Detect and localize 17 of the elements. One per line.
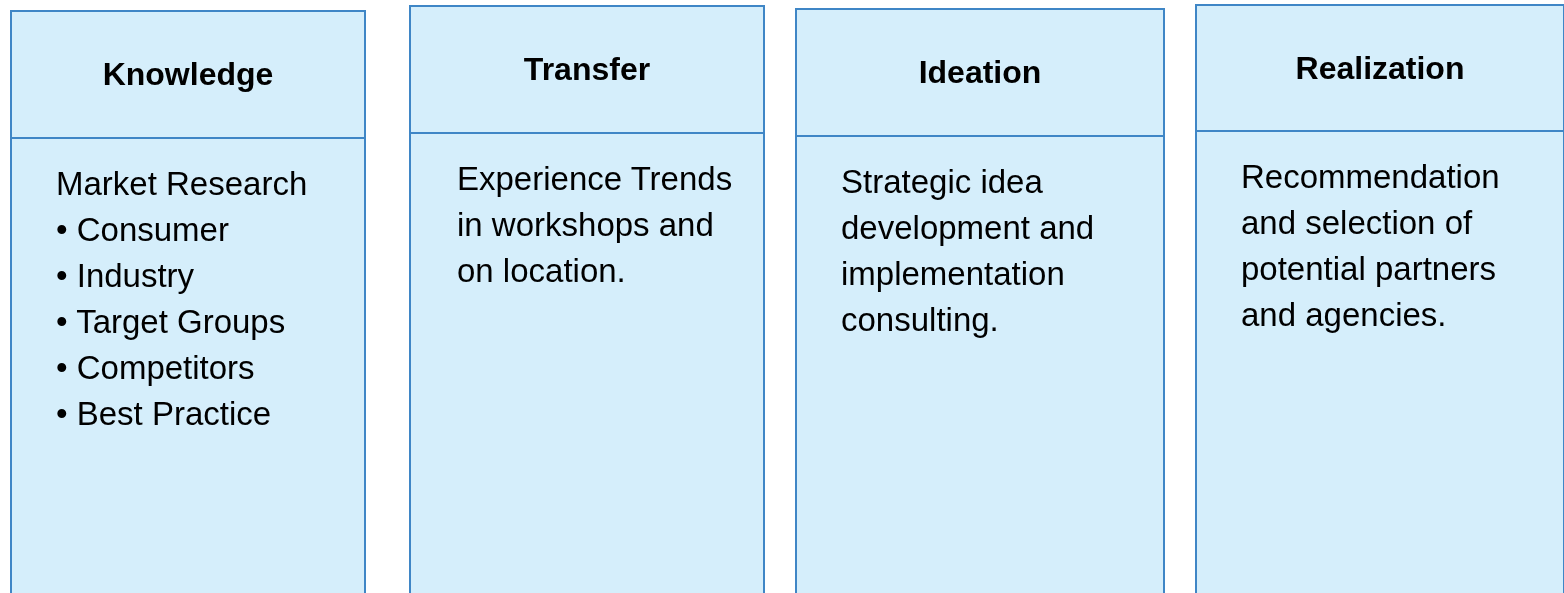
- column-heading: Knowledge: [102, 56, 274, 93]
- list-item: • Competitors: [56, 348, 256, 388]
- list-item: Market Research: [56, 164, 309, 204]
- list-item: • Best Practice: [56, 394, 273, 434]
- column-heading: Ideation: [918, 54, 1042, 91]
- list-item: • Target Groups: [56, 302, 287, 342]
- body-text: Recommendation and selection of potential partners and agencies.: [1241, 157, 1501, 335]
- list-item: • Industry: [56, 256, 196, 296]
- column-heading: Realization: [1295, 49, 1465, 87]
- body-text: Strategic idea development and implementation consulting.: [841, 162, 1096, 340]
- column-panel: [795, 8, 1165, 593]
- list-item: • Consumer: [56, 210, 230, 250]
- column-panel: [409, 5, 765, 593]
- column-panel: [10, 10, 366, 593]
- column-panel: [1195, 4, 1564, 593]
- column-heading: Transfer: [523, 51, 651, 88]
- body-text: Experience Trends in workshops and on location.: [457, 159, 734, 291]
